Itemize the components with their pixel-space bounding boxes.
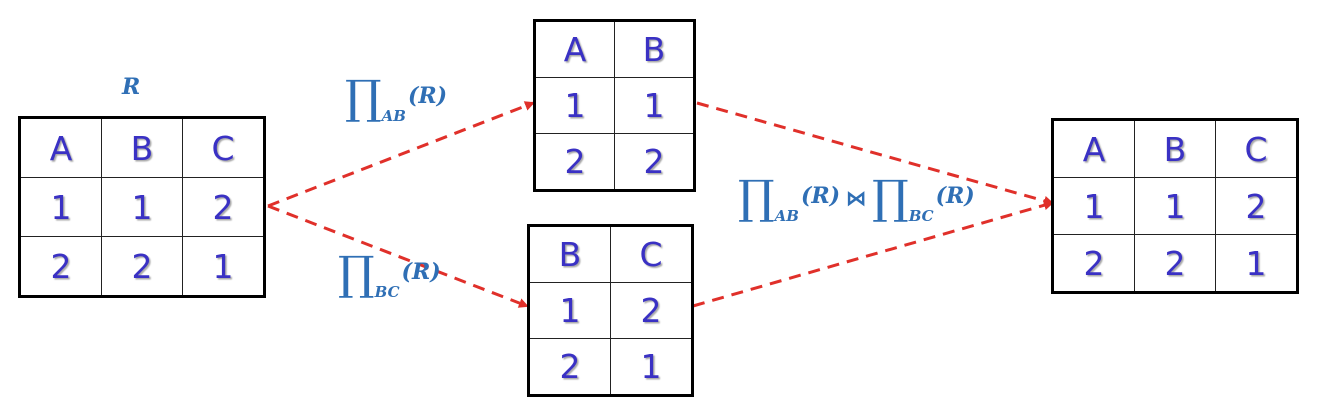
header-cell: B xyxy=(101,117,183,178)
table-row: 2 2 xyxy=(534,133,695,191)
header-cell: A xyxy=(534,20,615,78)
table-cell: 2 xyxy=(182,177,265,237)
join-result-table: A B C 1 1 2 2 2 1 xyxy=(1051,118,1299,294)
table-header-row: A B C xyxy=(19,117,265,178)
table-row: 1 1 2 xyxy=(19,177,265,237)
table-cell: 2 xyxy=(534,133,615,191)
relation-r-name: R xyxy=(122,74,141,100)
subscript-bc: BC xyxy=(374,283,400,301)
table-cell: 1 xyxy=(610,338,693,396)
table-row: 2 1 xyxy=(528,338,693,396)
table-cell: 2 xyxy=(610,282,693,339)
arrow-r-to-bc xyxy=(267,204,529,308)
header-cell: A xyxy=(19,117,102,178)
table-cell: 1 xyxy=(534,77,615,134)
projection-bc-label: ∏BC(R) xyxy=(338,246,441,301)
table-cell: 1 xyxy=(101,177,183,237)
header-cell: C xyxy=(182,117,265,178)
table-cell: 2 xyxy=(1215,177,1298,235)
table-cell: 2 xyxy=(1134,234,1216,293)
table-header-row: A B xyxy=(534,20,695,78)
arrow-r-to-ab xyxy=(267,101,535,208)
pi-symbol: ∏ xyxy=(872,170,909,224)
table-cell: 2 xyxy=(528,338,611,396)
table-row: 1 1 2 xyxy=(1052,177,1298,235)
table-row: 1 2 xyxy=(528,282,693,339)
table-cell: 1 xyxy=(19,177,102,237)
subscript-bc: BC xyxy=(908,207,934,225)
argument-r: (R) xyxy=(407,83,448,109)
header-cell: C xyxy=(1215,119,1298,178)
natural-join-symbol: ⋈ xyxy=(846,186,867,210)
table-cell: 1 xyxy=(182,236,265,297)
table-cell: 2 xyxy=(19,236,102,297)
projection-ab-table: A B 1 1 2 2 xyxy=(533,19,696,192)
header-cell: C xyxy=(610,225,693,283)
header-cell: B xyxy=(614,20,695,78)
header-cell: B xyxy=(1134,119,1216,178)
table-cell: 1 xyxy=(1134,177,1216,235)
table-cell: 1 xyxy=(1052,177,1135,235)
argument-r: (R) xyxy=(800,183,841,209)
subscript-ab: AB xyxy=(381,107,406,125)
arrow-ab-to-result xyxy=(696,101,1054,206)
relation-r-table: A B C 1 1 2 2 2 1 xyxy=(18,116,266,298)
projection-bc-table: B C 1 2 2 1 xyxy=(527,224,694,397)
table-cell: 2 xyxy=(1052,234,1135,293)
table-row: 2 2 1 xyxy=(1052,234,1298,293)
table-cell: 1 xyxy=(614,77,695,134)
table-header-row: A B C xyxy=(1052,119,1298,178)
pi-symbol: ∏ xyxy=(345,70,382,124)
join-expression-label: ∏AB(R)⋈∏BC(R) xyxy=(738,170,975,225)
subscript-ab: AB xyxy=(774,207,799,225)
table-row: 2 2 1 xyxy=(19,236,265,297)
argument-r: (R) xyxy=(935,183,975,209)
arrow-bc-to-result xyxy=(692,200,1054,308)
table-cell: 2 xyxy=(614,133,695,191)
table-row: 1 1 xyxy=(534,77,695,134)
projection-ab-label: ∏AB(R) xyxy=(345,70,448,125)
table-cell: 1 xyxy=(1215,234,1298,293)
argument-r: (R) xyxy=(401,259,441,285)
pi-symbol: ∏ xyxy=(738,170,775,224)
table-header-row: B C xyxy=(528,225,693,283)
table-cell: 1 xyxy=(528,282,611,339)
header-cell: A xyxy=(1052,119,1135,178)
pi-symbol: ∏ xyxy=(338,246,375,300)
table-cell: 2 xyxy=(101,236,183,297)
header-cell: B xyxy=(528,225,611,283)
